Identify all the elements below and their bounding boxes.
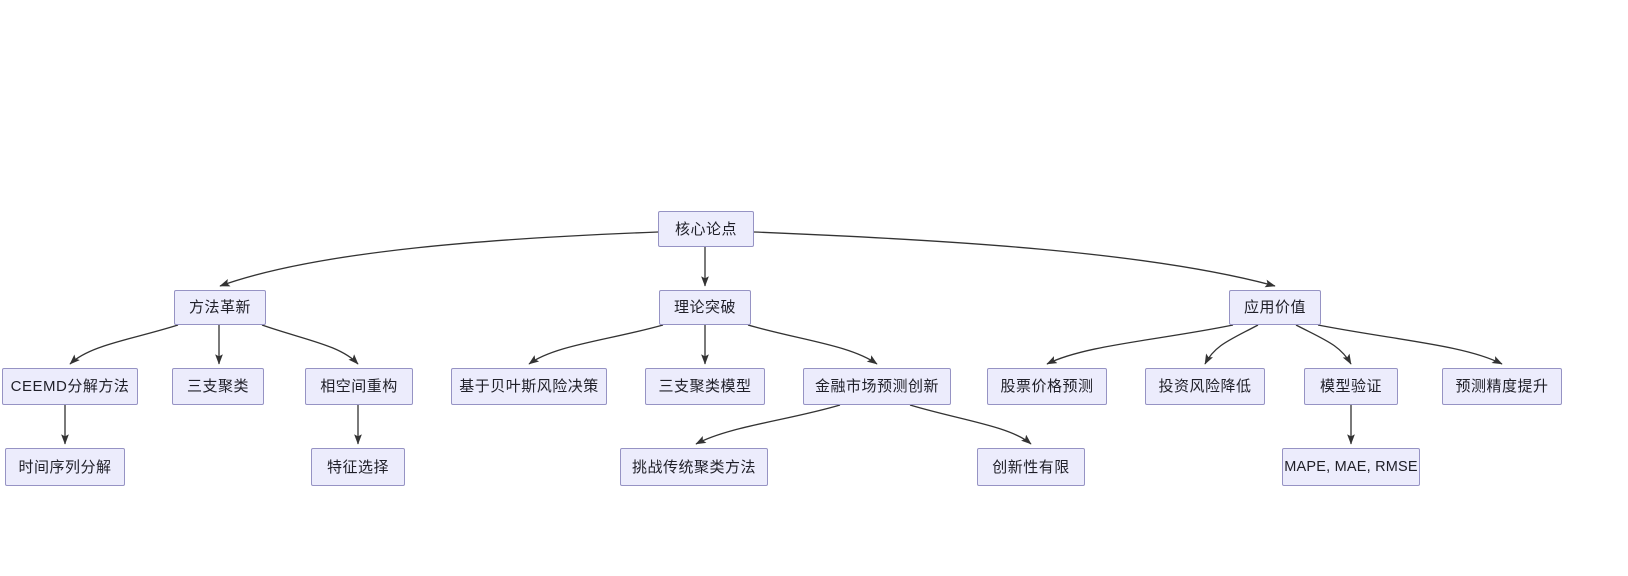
node-phase[interactable]: 相空间重构 xyxy=(305,368,413,405)
edge-finance-to-limited xyxy=(909,404,1032,445)
edge-value-to-validate xyxy=(1295,324,1352,365)
edge-theory-to-finance xyxy=(747,324,878,365)
node-label-risk: 投资风险降低 xyxy=(1158,378,1252,395)
node-challenge[interactable]: 挑战传统聚类方法 xyxy=(620,448,768,486)
node-label-theory: 理论突破 xyxy=(673,299,736,316)
node-label-stock: 股票价格预测 xyxy=(1000,378,1094,395)
node-feature[interactable]: 特征选择 xyxy=(311,448,405,486)
node-finance[interactable]: 金融市场预测创新 xyxy=(803,368,951,405)
node-label-value: 应用价值 xyxy=(1243,299,1306,316)
node-label-challenge: 挑战传统聚类方法 xyxy=(631,458,756,476)
node-core[interactable]: 核心论点 xyxy=(658,211,754,247)
node-method[interactable]: 方法革新 xyxy=(174,290,266,325)
edge-theory-to-bayes xyxy=(528,324,664,365)
node-metrics[interactable]: MAPE, MAE, RMSE xyxy=(1282,448,1420,486)
node-label-tsdecomp: 时间序列分解 xyxy=(18,458,112,476)
node-value[interactable]: 应用价值 xyxy=(1229,290,1321,325)
edge-value-to-stock xyxy=(1046,324,1234,365)
node-bayes[interactable]: 基于贝叶斯风险决策 xyxy=(451,368,607,405)
node-validate[interactable]: 模型验证 xyxy=(1304,368,1398,405)
edge-core-to-value xyxy=(753,231,1276,288)
node-label-ceemd: CEEMD分解方法 xyxy=(10,378,130,395)
node-label-limited: 创新性有限 xyxy=(992,458,1070,476)
edge-value-to-accuracy xyxy=(1317,324,1503,365)
node-accuracy[interactable]: 预测精度提升 xyxy=(1442,368,1562,405)
node-label-method: 方法革新 xyxy=(188,299,251,316)
edge-method-to-ceemd xyxy=(69,324,179,365)
node-label-validate: 模型验证 xyxy=(1319,378,1382,395)
edge-core-to-method xyxy=(219,231,659,287)
node-twmodel[interactable]: 三支聚类模型 xyxy=(645,368,765,405)
edge-finance-to-challenge xyxy=(695,404,841,445)
node-limited[interactable]: 创新性有限 xyxy=(977,448,1085,486)
node-label-feature: 特征选择 xyxy=(326,458,389,476)
node-label-accuracy: 预测精度提升 xyxy=(1455,378,1549,395)
edge-value-to-risk xyxy=(1204,324,1259,365)
node-label-phase: 相空间重构 xyxy=(320,378,398,395)
edge-group xyxy=(61,231,1503,445)
node-threeway[interactable]: 三支聚类 xyxy=(172,368,264,405)
node-theory[interactable]: 理论突破 xyxy=(659,290,751,325)
node-risk[interactable]: 投资风险降低 xyxy=(1145,368,1265,405)
edge-method-to-phase xyxy=(261,324,359,365)
node-label-core: 核心论点 xyxy=(674,220,737,238)
node-ceemd[interactable]: CEEMD分解方法 xyxy=(2,368,138,405)
node-label-threeway: 三支聚类 xyxy=(186,378,249,395)
node-label-finance: 金融市场预测创新 xyxy=(814,378,939,395)
node-stock[interactable]: 股票价格预测 xyxy=(987,368,1107,405)
node-tsdecomp[interactable]: 时间序列分解 xyxy=(5,448,125,486)
node-label-metrics: MAPE, MAE, RMSE xyxy=(1284,458,1418,475)
node-label-twmodel: 三支聚类模型 xyxy=(658,378,752,395)
node-label-bayes: 基于贝叶斯风险决策 xyxy=(459,378,599,395)
